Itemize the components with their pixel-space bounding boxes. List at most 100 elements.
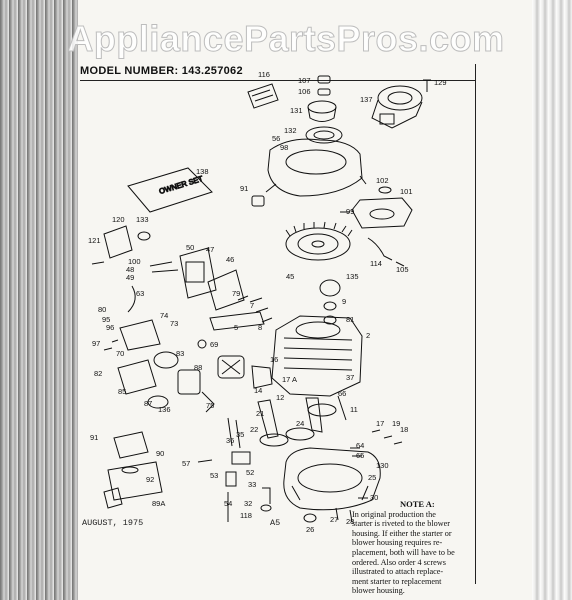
label-90: 90	[156, 449, 164, 458]
label-80: 80	[98, 305, 106, 314]
label-97: 97	[92, 339, 100, 348]
part-63-rod	[127, 285, 136, 313]
svg-text:OWNER SET: OWNER SET	[158, 174, 204, 196]
part-85-carburetor	[117, 359, 157, 395]
label-25: 25	[368, 473, 376, 482]
label-8: 8	[258, 323, 262, 332]
part-114-link	[367, 237, 393, 261]
label-100: 100	[128, 257, 141, 266]
note-line: ment starter to replacement	[352, 576, 442, 586]
note-line: placement, both will have to be	[352, 547, 455, 557]
label-53: 53	[210, 471, 218, 480]
label-89a: 89A	[152, 499, 165, 508]
note-line: blower housing.	[352, 586, 405, 596]
label-130: 130	[376, 461, 389, 470]
label-107: 107	[298, 76, 311, 85]
part-17a-cover	[251, 365, 273, 389]
label-81: 81	[346, 315, 354, 324]
part-22-rod	[257, 399, 279, 439]
label-132: 132	[284, 126, 297, 135]
part-16-coil	[217, 355, 245, 379]
label-106: 106	[298, 87, 311, 96]
label-24: 24	[296, 419, 304, 428]
part-132-cup	[305, 126, 343, 144]
label-21: 21	[256, 409, 264, 418]
label-35: 35	[236, 430, 244, 439]
label-33: 33	[248, 480, 256, 489]
label-50: 50	[186, 243, 194, 252]
part-131-pulley	[307, 100, 337, 114]
label-131: 131	[290, 106, 303, 115]
label-66: 66	[338, 389, 346, 398]
part-98-blower-housing	[267, 138, 363, 197]
label-135: 135	[346, 272, 359, 281]
note-line: In original production the	[352, 509, 436, 519]
part-137-starter	[377, 85, 423, 111]
label-114: 114	[370, 259, 382, 268]
scan-edge-left	[0, 0, 78, 600]
label-116: 116	[258, 70, 270, 79]
label-99: 99	[346, 207, 354, 216]
page-code: A5	[270, 518, 281, 528]
label-65: 65	[356, 451, 364, 460]
label-105: 105	[396, 265, 409, 274]
part-102-nut	[378, 186, 392, 194]
label-22: 22	[250, 425, 258, 434]
label-32: 32	[244, 499, 252, 508]
label-5: 5	[234, 323, 238, 332]
label-138: 138	[196, 167, 209, 176]
part-47-gasket	[179, 247, 217, 299]
note-title: NOTE A:	[400, 499, 435, 509]
label-136: 136	[158, 405, 171, 414]
label-28: 28	[346, 517, 354, 526]
label-47: 47	[206, 245, 214, 254]
label-52: 52	[246, 468, 254, 477]
note-line: ordered. Also order 4 screws	[352, 557, 446, 567]
part-106-washer	[317, 88, 331, 96]
label-48: 48	[126, 265, 134, 274]
part-92-cap	[103, 487, 123, 509]
part-107-nut	[317, 75, 331, 84]
label-37: 37	[346, 373, 354, 382]
label-79: 79	[232, 289, 240, 298]
label-56: 56	[272, 134, 280, 143]
part-91-filter	[113, 431, 149, 459]
part-95-bracket	[119, 319, 161, 351]
label-17a: 17 A	[282, 375, 297, 384]
label-14: 14	[254, 386, 262, 395]
label-26: 26	[306, 525, 314, 534]
label-49: 49	[126, 273, 134, 282]
label-91-bottom: 91	[90, 433, 98, 442]
part-14-crankshaft	[305, 397, 323, 433]
label-74: 74	[160, 311, 168, 320]
label-69: 69	[210, 340, 218, 349]
scan-edge-right	[532, 0, 572, 600]
model-number: MODEL NUMBER: 143.257062	[80, 65, 243, 77]
label-64: 64	[356, 441, 364, 450]
part-52-plate	[231, 451, 251, 465]
part-138-manual	[127, 167, 213, 213]
label-133: 133	[136, 215, 149, 224]
label-96: 96	[106, 323, 114, 332]
part-87-spring	[147, 395, 169, 409]
label-2: 2	[366, 331, 370, 340]
part-2-cylinder	[271, 315, 363, 397]
note-line: illustrated to attach replace-	[352, 567, 444, 577]
watermark: AppliancePartsPros.com	[67, 18, 505, 60]
part-133-knob	[137, 231, 151, 241]
label-120: 120	[112, 215, 125, 224]
part-116-screen	[247, 83, 279, 109]
label-121: 121	[88, 236, 101, 245]
label-118: 118	[240, 511, 252, 520]
label-45: 45	[286, 272, 294, 281]
label-27: 27	[330, 515, 338, 524]
label-137: 137	[360, 95, 373, 104]
note-line: starter is riveted to the blower	[352, 519, 450, 529]
label-9: 9	[342, 297, 346, 306]
frame-top-rule	[80, 80, 475, 81]
label-18: 18	[400, 425, 408, 434]
label-129: 129	[434, 78, 447, 87]
part-45-bearing	[319, 279, 341, 297]
label-63: 63	[136, 289, 144, 298]
